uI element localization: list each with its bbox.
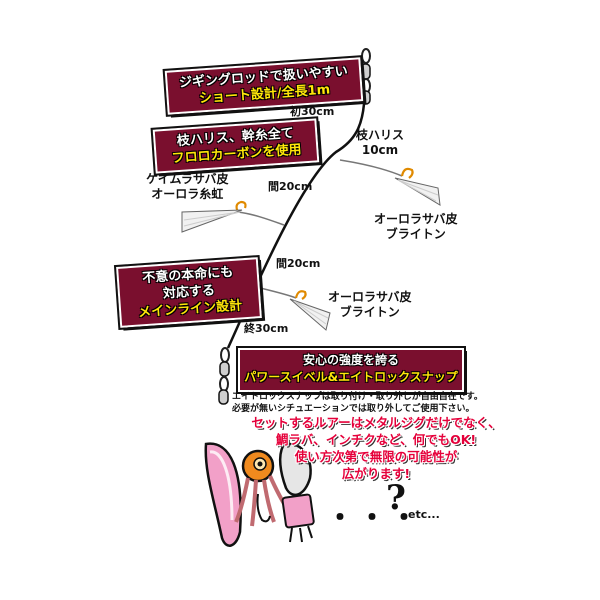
label-interval-20cm-1: 間20cm	[268, 180, 313, 193]
question-mark: ?	[386, 478, 406, 518]
hook-icon-2	[181, 200, 247, 233]
lure-text-line: 広がります!	[341, 466, 411, 481]
label-branch-leader-title: 枝ハリス	[356, 128, 405, 142]
panel-line-highlight: パワースイベル&エイトロックスナップ	[244, 370, 458, 384]
label-lure-3-line: オーロラサバ皮	[328, 290, 412, 304]
label-branch-leader-length: 10cm	[361, 143, 399, 157]
snap-note: エイトロックスナップは取り付け・取り外しが自由自在です。 必要が無いシチュエーシ…	[232, 391, 494, 415]
snap-note-line: エイトロックスナップは取り付け・取り外しが自由自在です。	[232, 392, 483, 402]
label-lure-3: オーロラサバ皮 ブライトン	[328, 290, 412, 320]
lure-compatibility-text: セットするルアーはメタルジグだけでなく、 鯛ラバ、インチクなど、何でもOK! 使…	[246, 414, 506, 482]
tai-rubber-icon	[234, 449, 290, 527]
bottom-snap-icon	[218, 347, 230, 405]
label-lure-1-line: ケイムラサバ皮	[146, 172, 229, 186]
label-lure-3-line: ブライトン	[339, 305, 400, 319]
snap-note-line: 必要が無いシチュエーションでは取り外してご使用下さい。	[232, 404, 475, 414]
metal-jig-icon	[204, 442, 242, 547]
label-lure-1-line: オーロラ糸虹	[151, 187, 224, 201]
label-lure-1: ケイムラサバ皮 オーロラ糸虹	[146, 172, 228, 202]
hook-icon-3	[289, 290, 331, 331]
branch-line-2	[237, 211, 285, 226]
label-first-30cm: 初30cm	[290, 105, 335, 118]
label-interval-20cm-2: 間20cm	[276, 257, 321, 270]
hook-icon-1	[394, 167, 441, 206]
lure-text-line: 鯛ラバ、インチクなど、何でもOK!	[275, 432, 477, 447]
branch-line-1	[339, 159, 403, 177]
lure-text-line: セットするルアーはメタルジグだけでなく、	[251, 415, 501, 430]
label-end-30cm: 終30cm	[244, 322, 289, 335]
ellipsis-dots: ・・・	[326, 501, 423, 534]
lure-text-line: 使い方次第で無限の可能性が	[294, 449, 458, 464]
feature-panel-mainline: 不意の本命にも 対応する メインライン設計	[113, 254, 265, 331]
label-branch-leader: 枝ハリス 10cm	[356, 128, 404, 158]
label-lure-2-line: ブライトン	[385, 227, 446, 241]
panel-line: 安心の強度を誇る	[302, 353, 399, 367]
label-lure-2: オーロラサバ皮 ブライトン	[374, 212, 458, 242]
etc-label: etc...	[408, 508, 440, 521]
feature-panel-swivel: 安心の強度を誇る パワースイベル&エイトロックスナップ	[236, 346, 466, 394]
label-lure-2-line: オーロラサバ皮	[374, 212, 458, 226]
inchiku-icon	[278, 442, 315, 543]
